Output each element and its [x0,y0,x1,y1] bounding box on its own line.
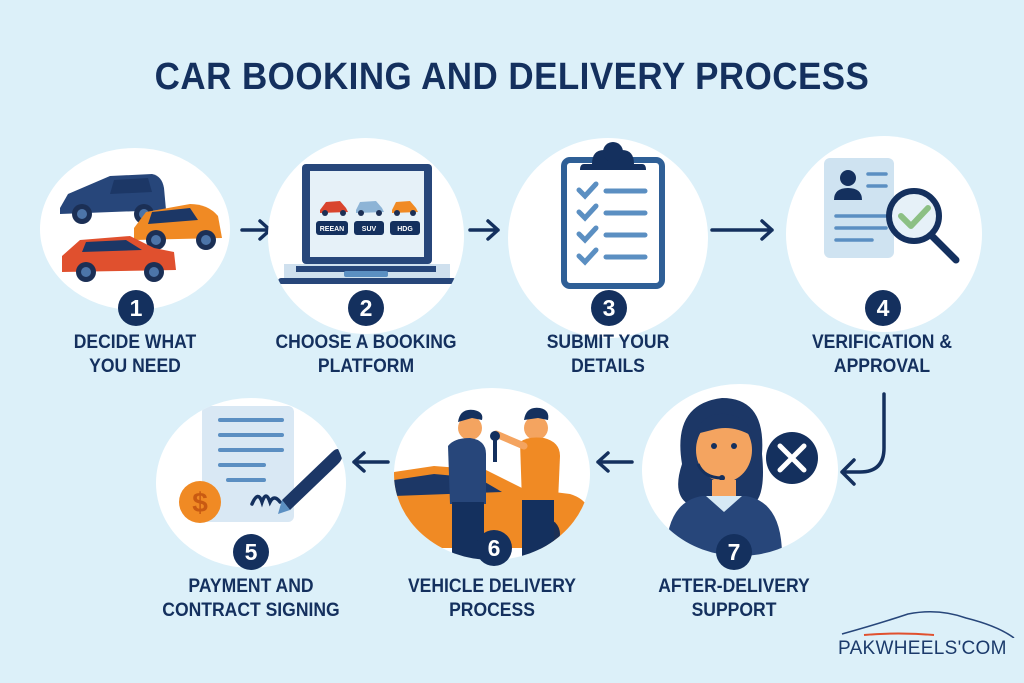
step-4-label-line1: VERIFICATION & [811,331,953,353]
car-silhouette-logo-icon [841,610,1015,638]
step-7-label-line2: SUPPORT [691,599,777,621]
step-3-number-badge: 3 [591,290,627,326]
step-6-number-badge: 6 [476,530,512,566]
step-1-label: DECIDE WHAT YOU NEED [50,330,221,378]
step-1-label-line2: YOU NEED [89,355,181,377]
step-2-illustration: REEAN SUV HDG [268,138,464,334]
page-title: CAR BOOKING AND DELIVERY PROCESS [154,56,870,98]
step-3-label: SUBMIT YOUR DETAILS [518,330,698,378]
step-7-illustration [642,384,838,556]
step-5-number-badge: 5 [233,534,269,570]
step-2-number-badge: 2 [348,290,384,326]
logo-suffix: COM [961,638,1007,659]
step-5-label: PAYMENT AND CONTRACT SIGNING [151,574,351,622]
arrow-curved-down-left-icon [840,392,886,486]
arrow-right-icon [710,219,774,241]
step-3-label-line1: SUBMIT YOUR [546,331,670,353]
step-1-illustration [40,148,230,310]
screen-button-reean: REEAN [320,226,345,233]
coin-dollar-symbol: $ [192,487,208,518]
step-6-label: VEHICLE DELIVERY PROCESS [391,574,593,622]
id-document-magnifier-icon [824,158,960,264]
step-7-number-badge: 7 [716,534,752,570]
pakwheels-logo: PAKWHEELS'COM [838,604,1018,664]
support-agent-icon [666,398,818,556]
clipboard-checklist-icon [561,142,665,289]
cars-icon [60,174,222,282]
step-7-label-line1: AFTER-DELIVERY [658,575,810,597]
key-handover-icon [394,407,590,560]
step-5-label-line2: CONTRACT SIGNING [162,599,340,621]
step-2-label-line1: CHOOSE A BOOKING [275,331,457,353]
step-6-label-line1: VEHICLE DELIVERY [407,575,577,597]
step-3-label-line2: DETAILS [571,355,645,377]
step-5-label-line1: PAYMENT AND [188,575,314,597]
step-4-number-badge: 4 [865,290,901,326]
step-2-label: CHOOSE A BOOKING PLATFORM [267,330,465,378]
arrow-left-icon [352,451,390,473]
laptop-icon: REEAN SUV HDG [278,164,456,284]
step-1-number-badge: 1 [118,290,154,326]
step-2-label-line2: PLATFORM [317,355,415,377]
step-6-label-line2: PROCESS [449,599,535,621]
screen-button-suv: SUV [362,226,377,233]
arrow-right-icon [468,219,500,241]
step-1-label-line1: DECIDE WHAT [73,331,197,353]
step-7-label: AFTER-DELIVERY SUPPORT [644,574,824,622]
contract-pen-coin-icon: $ [179,406,343,523]
step-6-illustration [394,388,590,560]
step-4-label: VERIFICATION & APPROVAL [783,330,981,378]
screen-button-hdg: HDG [397,226,413,233]
arrow-left-icon [596,451,634,473]
step-4-label-line2: APPROVAL [833,355,931,377]
logo-text: PAKWHEELS [838,638,958,659]
